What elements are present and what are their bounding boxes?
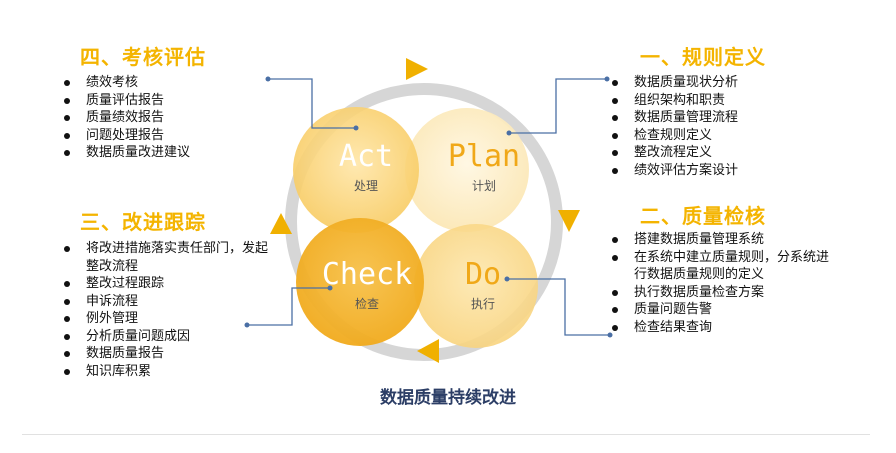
do-label-cn: 执行 — [471, 297, 495, 311]
plan-label-cn: 计划 — [472, 179, 496, 193]
list-item: 质量评估报告 — [60, 92, 190, 110]
list-item: 检查规则定义 — [608, 127, 738, 145]
connector-dot — [504, 276, 510, 282]
list-item: 将改进措施落实责任部门，发起整改流程 — [60, 240, 275, 275]
list-item: 数据质量管理流程 — [608, 109, 738, 127]
plan-circle — [405, 108, 529, 232]
check-section-title: 三、改进跟踪 — [80, 210, 206, 234]
cycle-ring — [285, 83, 563, 361]
connector-dot — [604, 76, 610, 82]
list-item: 组织架构和职责 — [608, 92, 738, 110]
list-item: 质量问题告警 — [608, 301, 834, 319]
list-item: 在系统中建立质量规则，分系统进行数据质量规则的定义 — [608, 249, 834, 284]
check-items-list: 将改进措施落实责任部门，发起整改流程 整改过程跟踪 申诉流程 例外管理 分析质量… — [60, 240, 275, 380]
arrow-left-icon — [270, 213, 292, 234]
list-item: 整改流程定义 — [608, 144, 738, 162]
list-item: 申诉流程 — [60, 293, 275, 311]
check-circle — [296, 218, 424, 346]
do-circle — [414, 224, 538, 348]
list-item: 质量绩效报告 — [60, 109, 190, 127]
list-item: 搭建数据质量管理系统 — [608, 231, 834, 249]
act-label-en: Act — [339, 139, 393, 174]
list-item: 整改过程跟踪 — [60, 275, 275, 293]
list-item: 数据质量改进建议 — [60, 144, 190, 162]
list-item: 问题处理报告 — [60, 127, 190, 145]
act-section-title: 四、考核评估 — [80, 45, 206, 69]
connector-dot — [327, 285, 333, 291]
list-item: 分析质量问题成因 — [60, 328, 275, 346]
act-label-cn: 处理 — [354, 179, 378, 193]
list-item: 检查结果查询 — [608, 319, 834, 337]
arrow-right-icon — [558, 210, 580, 232]
act-items-list: 绩效考核 质量评估报告 质量绩效报告 问题处理报告 数据质量改进建议 — [60, 74, 190, 162]
list-item: 数据质量报告 — [60, 345, 275, 363]
act-circle — [293, 107, 419, 233]
plan-label-en: Plan — [448, 139, 520, 174]
connector-dot — [265, 76, 271, 82]
arrow-top-icon — [406, 58, 428, 80]
divider — [22, 434, 870, 435]
list-item: 知识库积累 — [60, 363, 275, 381]
connector-lines — [247, 78, 610, 336]
check-label-cn: 检查 — [355, 296, 379, 311]
check-label-en: Check — [322, 257, 412, 292]
list-item: 数据质量现状分析 — [608, 74, 738, 92]
diagram-caption: 数据质量持续改进 — [380, 388, 516, 408]
do-section-title: 二、质量检核 — [640, 204, 766, 228]
connector-dot — [353, 125, 359, 131]
arrow-bottom-icon — [417, 339, 439, 363]
do-label-en: Do — [465, 257, 501, 292]
connector-dot — [244, 322, 250, 328]
list-item: 绩效考核 — [60, 74, 190, 92]
list-item: 执行数据质量检查方案 — [608, 284, 834, 302]
connector-dot — [506, 130, 512, 136]
list-item: 绩效评估方案设计 — [608, 162, 738, 180]
connector-dot — [607, 332, 613, 338]
do-items-list: 搭建数据质量管理系统 在系统中建立质量规则，分系统进行数据质量规则的定义 执行数… — [608, 231, 834, 336]
list-item: 例外管理 — [60, 310, 275, 328]
plan-section-title: 一、规则定义 — [640, 45, 766, 69]
plan-items-list: 数据质量现状分析 组织架构和职责 数据质量管理流程 检查规则定义 整改流程定义 … — [608, 74, 738, 179]
